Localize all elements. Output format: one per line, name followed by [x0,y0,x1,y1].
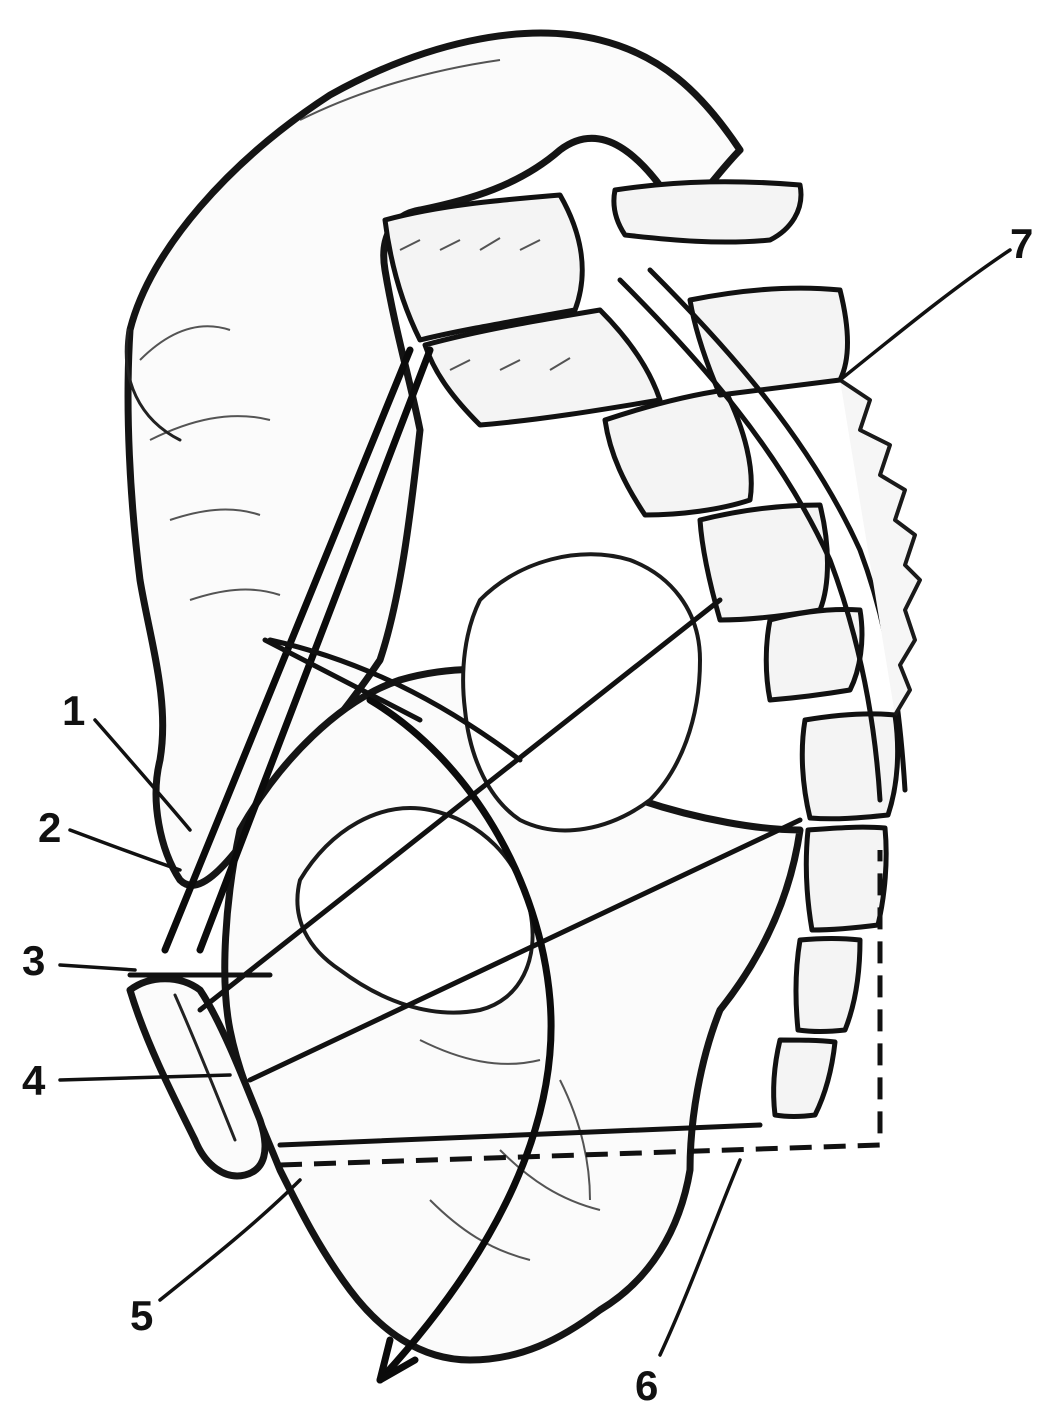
label-4: 4 [22,1057,46,1104]
label-7: 7 [1010,220,1033,267]
label-6: 6 [635,1362,658,1409]
leader-7 [840,250,1010,380]
label-3: 3 [22,937,45,984]
label-5: 5 [130,1292,153,1339]
label-2: 2 [38,804,61,851]
leader-5 [160,1180,300,1300]
label-1: 1 [62,687,85,734]
leader-3 [60,965,135,970]
